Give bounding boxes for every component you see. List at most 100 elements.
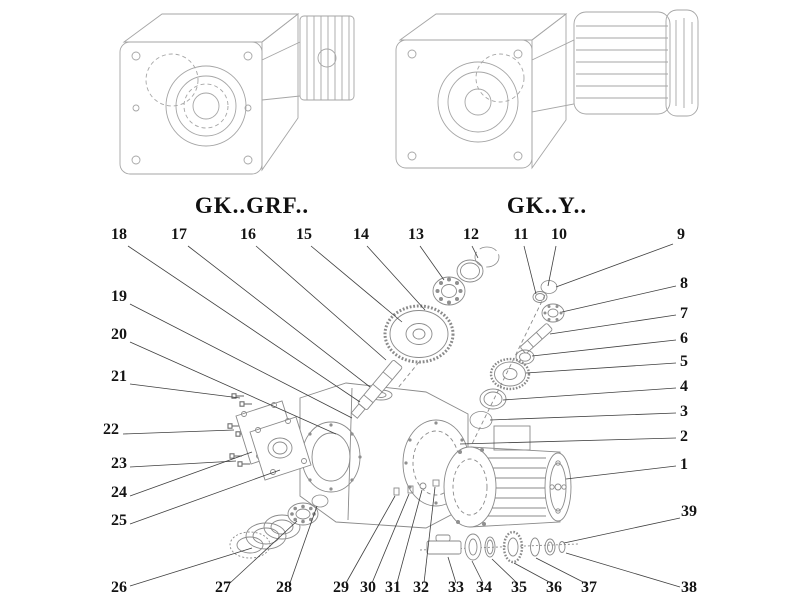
callout-23: 23 xyxy=(111,455,127,472)
shaft-washer xyxy=(530,537,540,557)
assembled-view-gk-y xyxy=(395,9,699,170)
input-cover-ribs xyxy=(261,15,355,101)
callout-34: 34 xyxy=(476,579,492,596)
electric-motor xyxy=(531,9,699,117)
shaft-spacer xyxy=(484,536,496,558)
callout-8: 8 xyxy=(680,275,688,292)
leader-line-28 xyxy=(289,505,318,584)
callout-21: 21 xyxy=(111,368,127,385)
cover-plate-front xyxy=(249,416,312,481)
callout-numbers: 1234567891011121314151617181920212223242… xyxy=(103,226,697,596)
leader-line-23 xyxy=(129,460,237,468)
callout-2: 2 xyxy=(680,428,688,445)
leader-line-3 xyxy=(489,412,677,421)
leader-line-25 xyxy=(129,469,281,525)
callout-25: 25 xyxy=(111,512,127,529)
fan-cover xyxy=(665,9,699,117)
leader-line-35 xyxy=(491,558,518,584)
leader-line-37 xyxy=(535,557,586,584)
housing-front-face xyxy=(119,41,263,175)
leader-line-39 xyxy=(563,517,681,544)
leader-line-24 xyxy=(129,451,253,497)
leader-line-30 xyxy=(371,493,410,584)
callout-16: 16 xyxy=(240,226,256,243)
callout-33: 33 xyxy=(448,579,464,596)
callout-12: 12 xyxy=(463,226,479,243)
leader-line-8 xyxy=(561,285,677,313)
callout-17: 17 xyxy=(171,226,187,243)
callout-30: 30 xyxy=(360,579,376,596)
callout-36: 36 xyxy=(546,579,562,596)
output-bearing xyxy=(287,494,329,526)
assembled-view-gk-grf xyxy=(119,13,355,175)
model-label-left: GK..GRF.. xyxy=(195,193,309,218)
helical-gear xyxy=(383,304,455,364)
leader-line-2 xyxy=(459,437,677,445)
leader-line-20 xyxy=(129,341,337,435)
housing-side-face xyxy=(531,13,567,170)
output-flange-circles xyxy=(145,53,247,147)
callout-26: 26 xyxy=(111,579,127,596)
terminal-box xyxy=(493,425,531,451)
motor-flange xyxy=(443,446,497,528)
motor-end-bell xyxy=(544,452,572,522)
callout-37: 37 xyxy=(581,579,597,596)
leader-line-34 xyxy=(471,560,484,584)
leader-line-32 xyxy=(423,486,436,584)
callout-18: 18 xyxy=(111,226,127,243)
callout-35: 35 xyxy=(511,579,527,596)
callout-7: 7 xyxy=(680,305,688,322)
leader-line-1 xyxy=(565,465,677,480)
shaft-bearing xyxy=(464,533,482,561)
leader-line-29 xyxy=(345,495,396,584)
leader-line-27 xyxy=(229,520,298,584)
callout-15: 15 xyxy=(296,226,312,243)
exploded-motor xyxy=(443,425,572,528)
leader-line-31 xyxy=(396,489,423,584)
leader-line-10 xyxy=(547,245,557,287)
callout-11: 11 xyxy=(513,226,528,243)
washer xyxy=(515,349,535,365)
callout-4: 4 xyxy=(680,378,688,395)
exploded-view xyxy=(227,246,579,564)
callout-22: 22 xyxy=(103,421,119,438)
o-ring xyxy=(469,411,493,429)
housing-top-face xyxy=(122,13,300,43)
leader-line-22 xyxy=(122,429,235,435)
leader-line-36 xyxy=(513,562,552,584)
leader-line-11 xyxy=(523,245,537,295)
leader-line-18 xyxy=(127,245,361,403)
housing-bolt-holes xyxy=(407,49,523,161)
callout-32: 32 xyxy=(413,579,429,596)
ball-bearing xyxy=(432,276,466,306)
snap-ring xyxy=(474,246,500,268)
input-shaft xyxy=(350,360,403,419)
callout-6: 6 xyxy=(680,330,688,347)
leader-line-17 xyxy=(187,245,371,388)
retaining-ring xyxy=(311,494,329,508)
callout-27: 27 xyxy=(215,579,231,596)
leader-line-6 xyxy=(531,339,677,357)
callout-14: 14 xyxy=(353,226,369,243)
seal-ring xyxy=(479,388,507,410)
housing-bolt-holes xyxy=(131,51,253,165)
bevel-pinion-set xyxy=(469,280,565,429)
callout-39: 39 xyxy=(681,503,697,520)
callout-13: 13 xyxy=(408,226,424,243)
callout-20: 20 xyxy=(111,326,127,343)
shaft-gear xyxy=(502,530,524,564)
leader-line-7 xyxy=(549,314,677,335)
leader-line-4 xyxy=(502,387,677,401)
leader-line-26 xyxy=(129,547,253,587)
leader-line-14 xyxy=(366,245,426,311)
leader-line-19 xyxy=(129,303,353,419)
ball-bearing-small xyxy=(541,303,565,323)
shaft-end-bearing xyxy=(544,538,556,556)
leader-line-16 xyxy=(255,245,387,361)
housing-front-face xyxy=(395,39,533,169)
spacer-ring xyxy=(456,259,484,283)
output-shaft-assembly xyxy=(426,530,566,564)
output-shaft xyxy=(426,534,462,555)
